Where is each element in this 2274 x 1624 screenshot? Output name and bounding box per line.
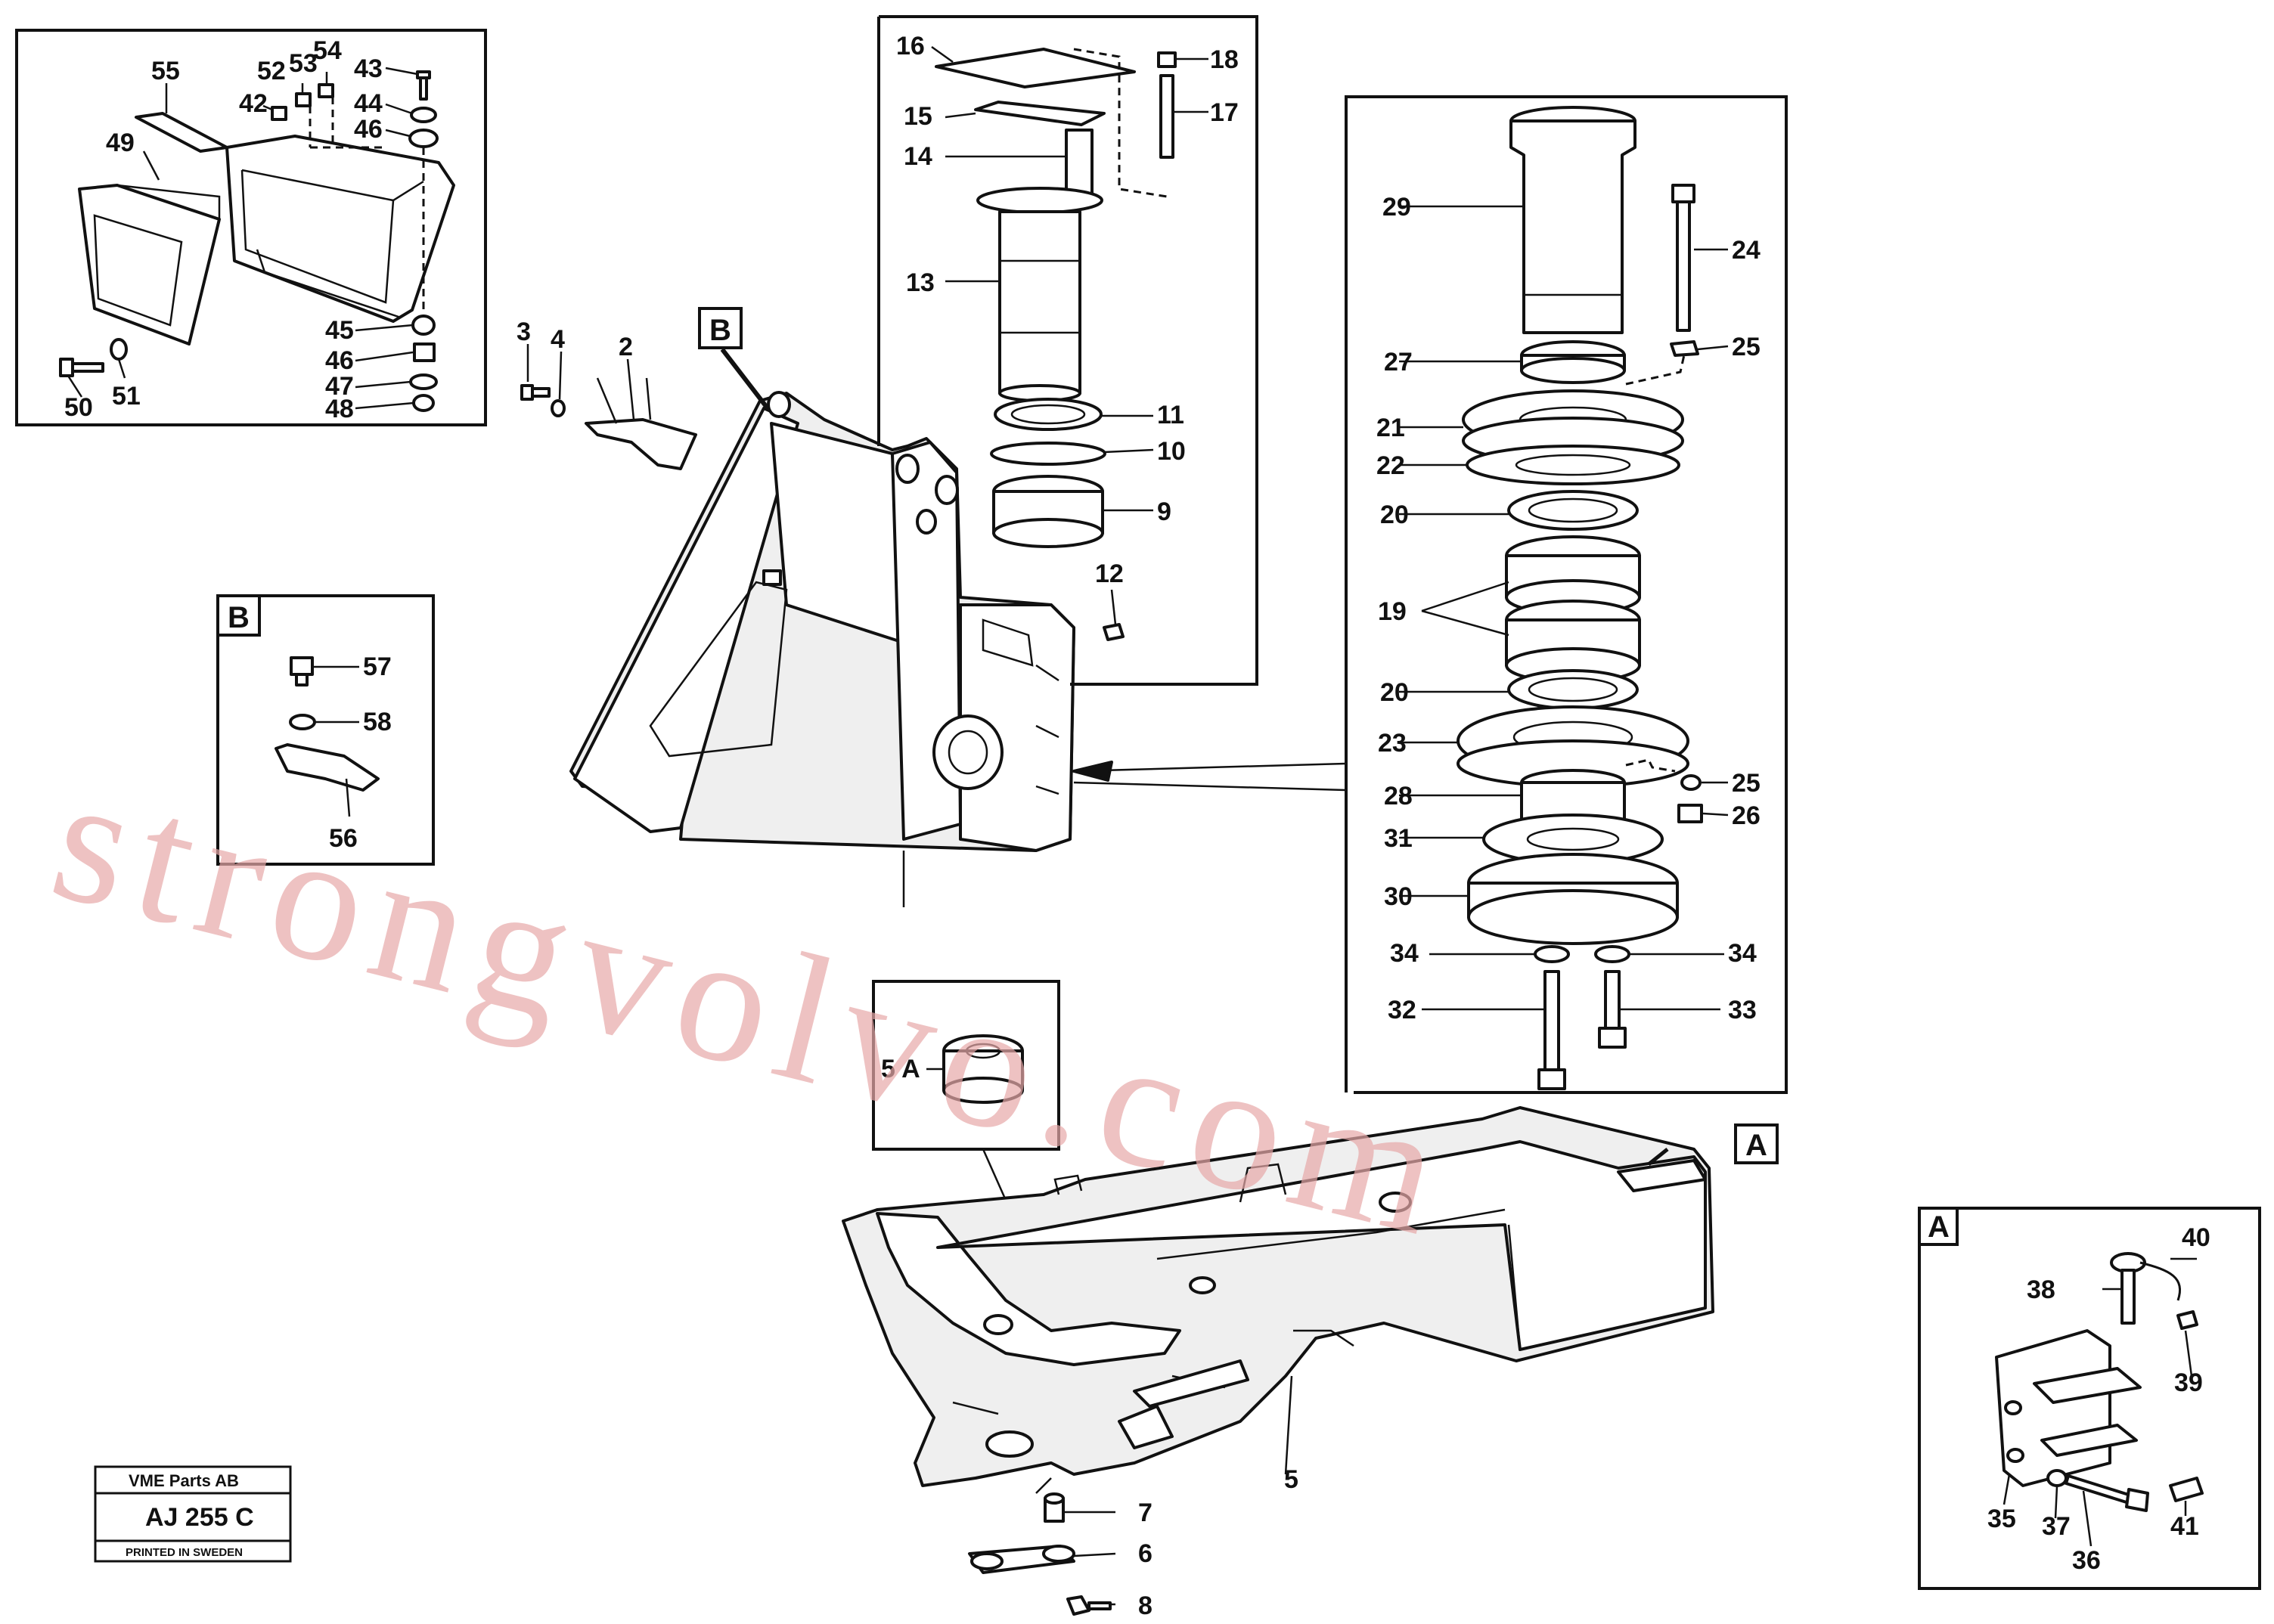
part-label-35: 35 bbox=[1987, 1505, 2016, 1533]
part-label-22: 22 bbox=[1376, 451, 1405, 480]
part-label-53: 53 bbox=[289, 49, 318, 78]
part-label-13: 13 bbox=[906, 268, 935, 297]
part-label-14: 14 bbox=[904, 142, 932, 171]
part-label-29: 29 bbox=[1382, 193, 1411, 222]
part-label-34-left: 34 bbox=[1390, 939, 1419, 968]
upper-pin-stack: 16 15 14 13 18 17 11 10 9 12 bbox=[877, 15, 1258, 686]
part-label-51: 51 bbox=[112, 382, 141, 411]
part-label-46-top: 46 bbox=[354, 115, 383, 144]
part-label-5: 5 bbox=[1284, 1465, 1298, 1494]
part-label-43: 43 bbox=[354, 54, 383, 83]
lower-pivot-stack: 29 24 27 25 21 22 20 19 20 23 28 31 30 2… bbox=[1345, 95, 1788, 1094]
part-label-8: 8 bbox=[1138, 1591, 1153, 1620]
arrow-head-1 bbox=[1072, 761, 1113, 782]
main-upright-frame bbox=[569, 391, 1075, 907]
callout-a-main-group: A bbox=[1734, 1123, 1779, 1164]
part-label-28: 28 bbox=[1384, 782, 1413, 810]
callout-a-main: A bbox=[1745, 1129, 1767, 1162]
part-label-2: 2 bbox=[619, 333, 633, 361]
part-label-57: 57 bbox=[363, 652, 392, 681]
part-label-54: 54 bbox=[313, 36, 342, 65]
detail-box-b: B 57 58 56 bbox=[216, 594, 435, 866]
detail-box-cover: 55 52 53 54 43 42 44 46 49 45 46 47 48 5… bbox=[15, 29, 487, 426]
part-label-52: 52 bbox=[257, 57, 286, 85]
part-label-39: 39 bbox=[2174, 1368, 2203, 1397]
chassis-frame: 5 bbox=[842, 1106, 1714, 1494]
part-label-44: 44 bbox=[354, 89, 383, 118]
part-label-24: 24 bbox=[1732, 236, 1761, 265]
part-label-38: 38 bbox=[2027, 1275, 2055, 1304]
link-pin-group: 7 6 8 bbox=[968, 1477, 1153, 1620]
part-label-12: 12 bbox=[1095, 559, 1124, 588]
stamp-code: AJ 255 C bbox=[145, 1503, 254, 1532]
part-label-30: 30 bbox=[1384, 882, 1413, 911]
part-label-4: 4 bbox=[551, 325, 565, 354]
stamp-company: VME Parts AB bbox=[129, 1471, 239, 1490]
part-label-25-bottom: 25 bbox=[1732, 769, 1761, 798]
callout-b-detail: B bbox=[228, 601, 250, 634]
part-label-49: 49 bbox=[106, 129, 135, 157]
callout-a-detail: A bbox=[1928, 1210, 1950, 1244]
part-label-36: 36 bbox=[2072, 1546, 2101, 1575]
part-label-31: 31 bbox=[1384, 824, 1413, 853]
part-label-21: 21 bbox=[1376, 414, 1405, 442]
part-label-23: 23 bbox=[1378, 729, 1407, 758]
part-label-56: 56 bbox=[329, 824, 358, 853]
part-label-47: 47 bbox=[325, 372, 354, 401]
part-label-37: 37 bbox=[2042, 1512, 2071, 1541]
part-label-40: 40 bbox=[2182, 1223, 2210, 1252]
part-label-17: 17 bbox=[1210, 98, 1239, 127]
callout-b-main-group: B bbox=[698, 307, 770, 410]
part-label-16: 16 bbox=[896, 32, 925, 60]
part-label-58: 58 bbox=[363, 708, 392, 736]
part-label-19: 19 bbox=[1378, 597, 1407, 626]
part-label-45: 45 bbox=[325, 316, 354, 345]
part-label-42: 42 bbox=[239, 89, 268, 118]
part-label-26: 26 bbox=[1732, 801, 1761, 830]
part-label-7: 7 bbox=[1138, 1498, 1153, 1527]
arrow-stack-to-frame-2 bbox=[1073, 781, 1347, 792]
part-label-33: 33 bbox=[1728, 996, 1757, 1024]
part-label-41: 41 bbox=[2170, 1512, 2199, 1541]
part-label-50: 50 bbox=[64, 393, 93, 422]
arrow-stack-to-frame bbox=[1073, 762, 1347, 773]
part-label-10: 10 bbox=[1157, 437, 1186, 466]
stamp-printed: PRINTED IN SWEDEN bbox=[126, 1546, 243, 1559]
detail-box-5a: 5 A bbox=[872, 980, 1060, 1218]
part-label-48: 48 bbox=[325, 395, 354, 423]
callout-b-main: B bbox=[709, 314, 731, 347]
part-label-5a: 5 A bbox=[881, 1055, 920, 1083]
part-label-27: 27 bbox=[1384, 348, 1413, 377]
part-label-20-top: 20 bbox=[1380, 501, 1409, 529]
detail-box-a: A 38 40 39 35 37 36 41 bbox=[1918, 1207, 2261, 1590]
part-label-20-bottom: 20 bbox=[1380, 678, 1409, 707]
part-label-25-top: 25 bbox=[1732, 333, 1761, 361]
part-label-18: 18 bbox=[1210, 45, 1239, 74]
part-label-11: 11 bbox=[1157, 401, 1184, 429]
part-label-6: 6 bbox=[1138, 1539, 1153, 1568]
part-label-34-right: 34 bbox=[1728, 939, 1757, 968]
part-label-9: 9 bbox=[1157, 497, 1171, 526]
part-label-15: 15 bbox=[904, 102, 932, 131]
bracket-group: 3 4 2 bbox=[517, 318, 697, 470]
part-label-46-bottom: 46 bbox=[325, 346, 354, 375]
part-label-3: 3 bbox=[517, 318, 531, 346]
document-stamp: VME Parts AB AJ 255 C PRINTED IN SWEDEN bbox=[94, 1465, 292, 1563]
part-label-55: 55 bbox=[151, 57, 180, 85]
part-label-32: 32 bbox=[1388, 996, 1416, 1024]
